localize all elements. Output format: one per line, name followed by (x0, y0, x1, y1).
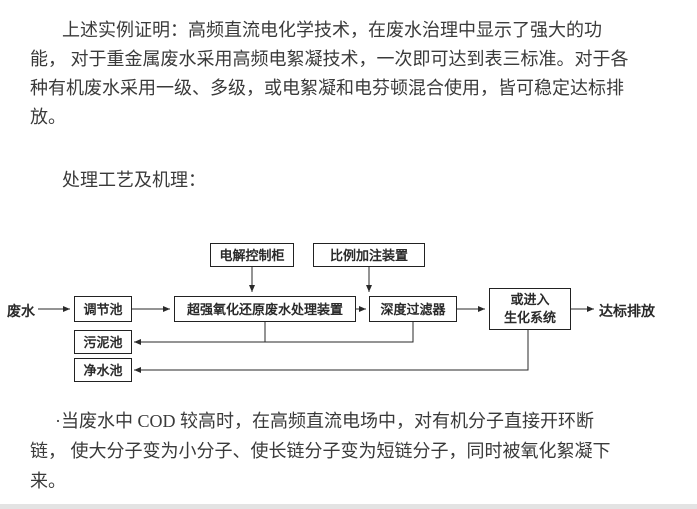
section-heading: 处理工艺及机理： (62, 170, 206, 190)
outlet-label: 达标排放 (599, 305, 655, 320)
node-electrolysis-control-cabinet: 电解控制柜 (210, 243, 294, 267)
node-proportional-dosing-device: 比例加注装置 (313, 243, 425, 267)
node-oxidation-reduction-device: 超强氧化还原废水处理装置 (174, 296, 356, 322)
node-regulating-tank: 调节池 (74, 296, 132, 322)
process-flow-diagram: 废水 电解控制柜 比例加注装置 调节池 超强氧化还原废水处理装置 深度过滤器 或… (0, 240, 697, 392)
node-clean-water-tank: 净水池 (74, 358, 132, 382)
inlet-label: 废水 (7, 305, 35, 320)
node-sludge-tank: 污泥池 (74, 330, 132, 354)
page-bottom-divider (0, 504, 697, 509)
paragraph-intro: 上述实例证明：高频直流电化学技术，在废水治理中显示了强大的功 能， 对于重金属废… (30, 20, 629, 127)
node-biochemical-system: 或进入 生化系统 (489, 288, 571, 330)
node-deep-filter: 深度过滤器 (369, 296, 457, 322)
paragraph-mechanism: ·当废水中 COD 较高时，在高频直流电场中，对有机分子直接开环断 链， 使大分… (30, 411, 611, 491)
flow-arrow-connectors (38, 267, 594, 373)
